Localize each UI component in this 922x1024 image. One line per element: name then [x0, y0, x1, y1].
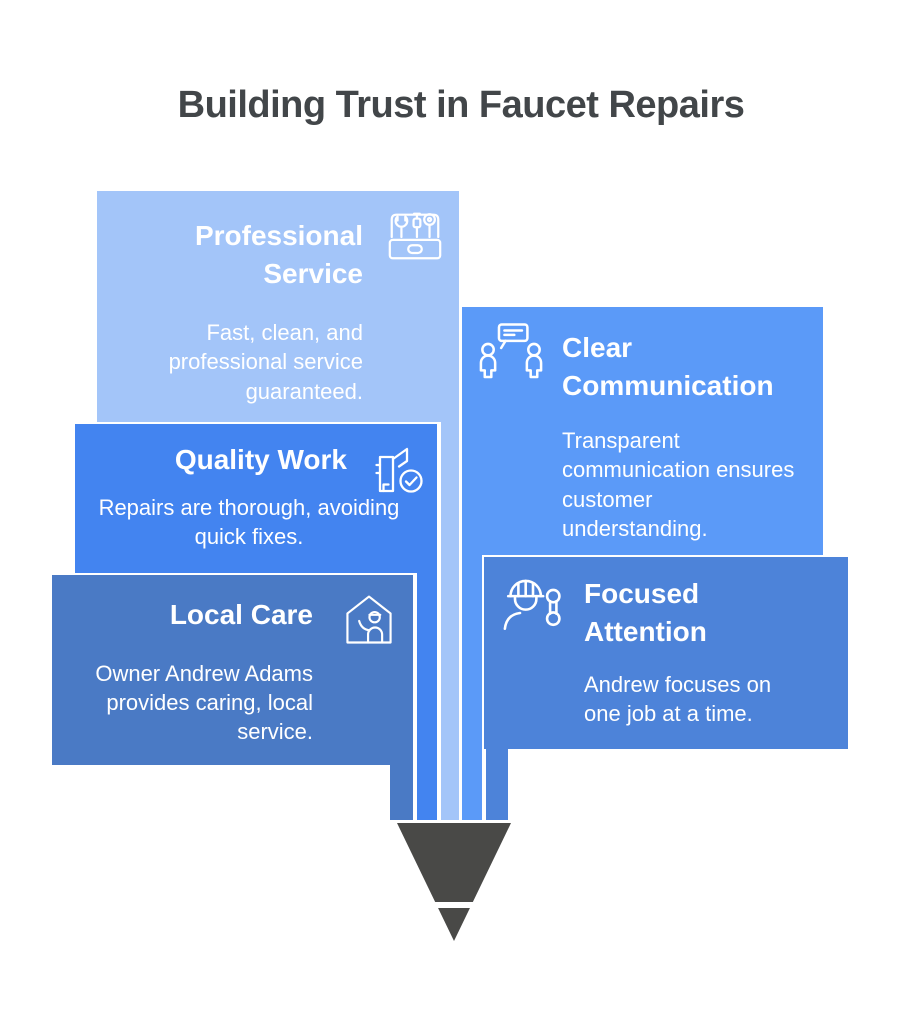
pencil-stripe-local: [390, 700, 413, 820]
card-professional-service: Professional Service Fast, clean, and pr…: [97, 191, 459, 422]
house-person-icon: [339, 590, 399, 650]
chat-people-icon: [476, 317, 546, 391]
card-body: Fast, clean, and professional service gu…: [168, 320, 363, 404]
card-title: Quality Work: [174, 444, 347, 475]
card-quality-work: Quality Work Repairs are thorough, avoid…: [75, 424, 437, 573]
card-title: Focused Attention: [584, 578, 707, 647]
pencil-tip-divider: [392, 902, 516, 908]
card-focused-attention: Focused Attention Andrew focuses on one …: [484, 557, 848, 749]
card-body: Owner Andrew Adams provides caring, loca…: [95, 660, 313, 745]
card-body: Andrew focuses on one job at a time.: [584, 672, 772, 727]
card-title: Local Care: [169, 599, 313, 630]
card-clear-communication: Clear Communication Transparent communic…: [462, 307, 823, 555]
building-check-icon: [366, 437, 430, 501]
pencil-tip: [397, 823, 511, 941]
page-title: Building Trust in Faucet Repairs: [177, 84, 745, 126]
card-body: Transparent communication ensures custom…: [562, 428, 795, 541]
card-body: Repairs are thorough, avoiding quick fix…: [98, 494, 400, 549]
card-local-care: Local Care Owner Andrew Adams provides c…: [52, 575, 413, 765]
toolbox-icon: [384, 205, 446, 267]
card-title: Clear Communication: [562, 332, 774, 401]
card-title: Professional Service: [194, 220, 363, 289]
pencil-stripe-focused: [486, 700, 508, 820]
worker-wrench-icon: [496, 568, 570, 640]
